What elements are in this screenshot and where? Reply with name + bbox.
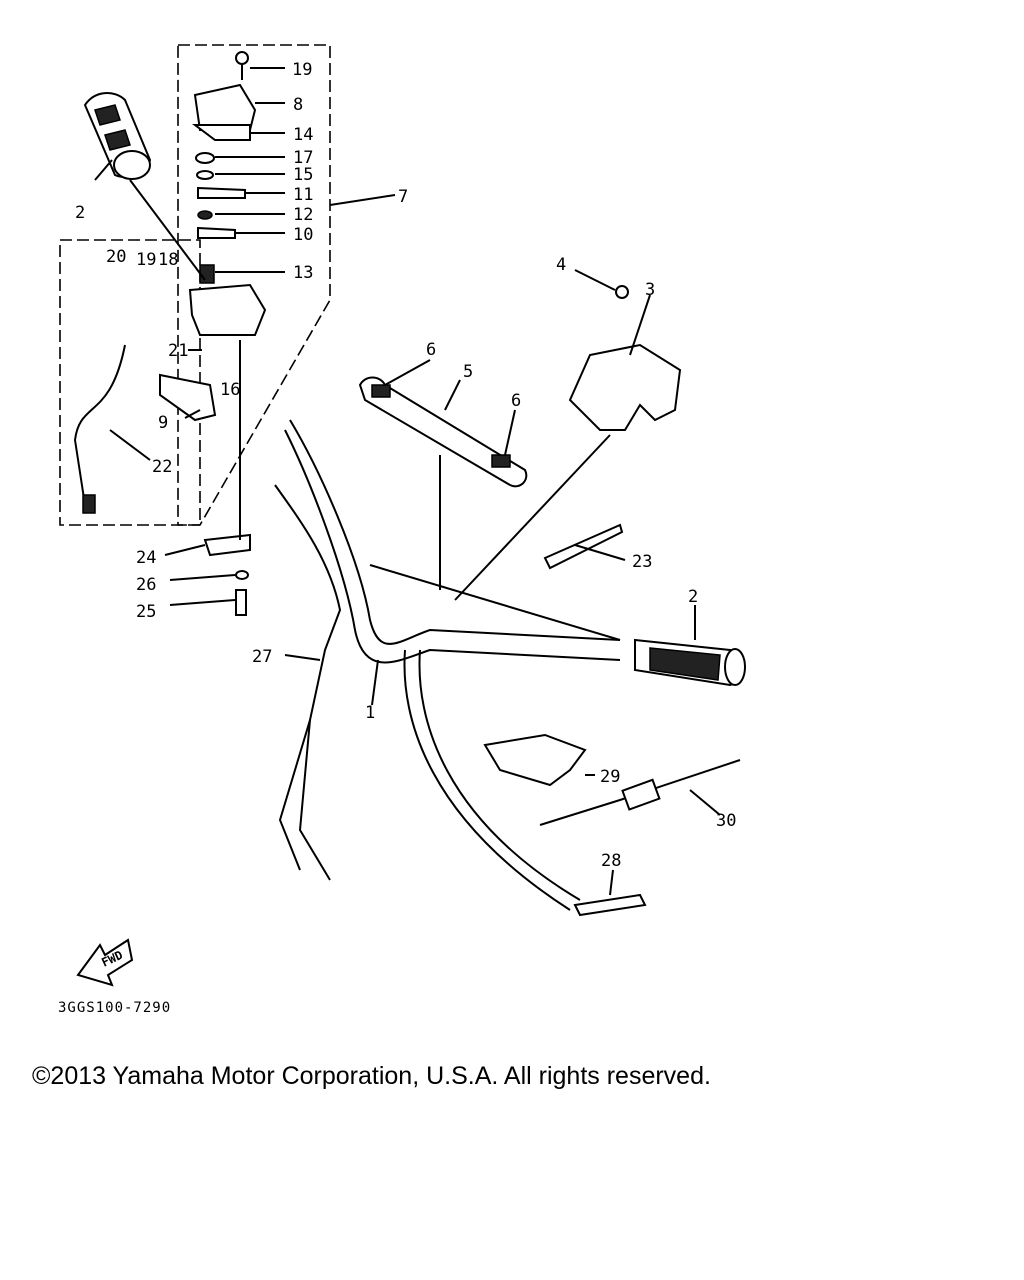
callout: 18 bbox=[158, 250, 178, 270]
callout: 2 bbox=[688, 587, 698, 607]
handlebar-pad bbox=[358, 376, 528, 488]
callout: 6 bbox=[511, 391, 521, 411]
callout: 20 bbox=[106, 247, 126, 267]
cable-band bbox=[543, 523, 624, 570]
callout: 15 bbox=[293, 165, 313, 185]
callout: 7 bbox=[398, 187, 408, 207]
fwd-arrow: FWD bbox=[76, 938, 134, 987]
leader-lines bbox=[94, 67, 721, 896]
screw-19-top bbox=[235, 51, 249, 65]
throttle-body bbox=[188, 283, 267, 336]
parts-diagram: FWD 1 2 2 3 4 5 6 6 7 8 9 10 11 12 13 14… bbox=[59, 44, 746, 987]
callout: 22 bbox=[152, 457, 172, 477]
callout: 24 bbox=[136, 548, 156, 568]
callout: 29 bbox=[600, 767, 620, 787]
callout: 16 bbox=[220, 380, 240, 400]
handlebar bbox=[289, 419, 621, 645]
assembly-7-box bbox=[177, 44, 331, 526]
clutch-cable bbox=[403, 649, 571, 911]
throttle-cover bbox=[193, 83, 257, 131]
callout: 1 bbox=[365, 703, 375, 723]
callout: 13 bbox=[293, 263, 313, 283]
callout: 12 bbox=[293, 205, 313, 225]
right-grip bbox=[634, 638, 746, 687]
callout: 19 bbox=[136, 250, 156, 270]
callout: 21 bbox=[168, 341, 188, 361]
copyright-notice: ©2013 Yamaha Motor Corporation, U.S.A. A… bbox=[32, 1062, 711, 1090]
assembly-22-box bbox=[59, 239, 201, 526]
callout: 14 bbox=[293, 125, 313, 145]
callout: 26 bbox=[136, 575, 156, 595]
callout: 19 bbox=[292, 60, 312, 80]
throttle-lever bbox=[159, 373, 217, 422]
callout: 9 bbox=[158, 413, 168, 433]
clamp-24 bbox=[203, 533, 251, 557]
callout: 25 bbox=[136, 602, 156, 622]
cable-30 bbox=[539, 759, 741, 826]
callout: 23 bbox=[632, 552, 652, 572]
callout: 17 bbox=[293, 148, 313, 168]
switch-cable bbox=[73, 344, 126, 506]
callout: 8 bbox=[293, 95, 303, 115]
callout-labels: 1 2 2 3 4 5 6 6 7 8 9 10 11 12 13 14 15 … bbox=[75, 60, 736, 871]
throttle-cable bbox=[274, 484, 342, 881]
grip-holder bbox=[568, 343, 682, 431]
callout: 11 bbox=[293, 185, 313, 205]
callout: 28 bbox=[601, 851, 621, 871]
diagram-code: 3GGS100-7290 bbox=[58, 1000, 172, 1016]
left-grip bbox=[83, 92, 152, 180]
callout: 4 bbox=[556, 255, 566, 275]
callout: 30 bbox=[716, 811, 736, 831]
callout: 10 bbox=[293, 225, 313, 245]
callout: 5 bbox=[463, 362, 473, 382]
callout: 27 bbox=[252, 647, 272, 667]
callout: 3 bbox=[645, 280, 655, 300]
callout: 6 bbox=[426, 340, 436, 360]
callout: 2 bbox=[75, 203, 85, 223]
lever-holder bbox=[483, 733, 587, 787]
